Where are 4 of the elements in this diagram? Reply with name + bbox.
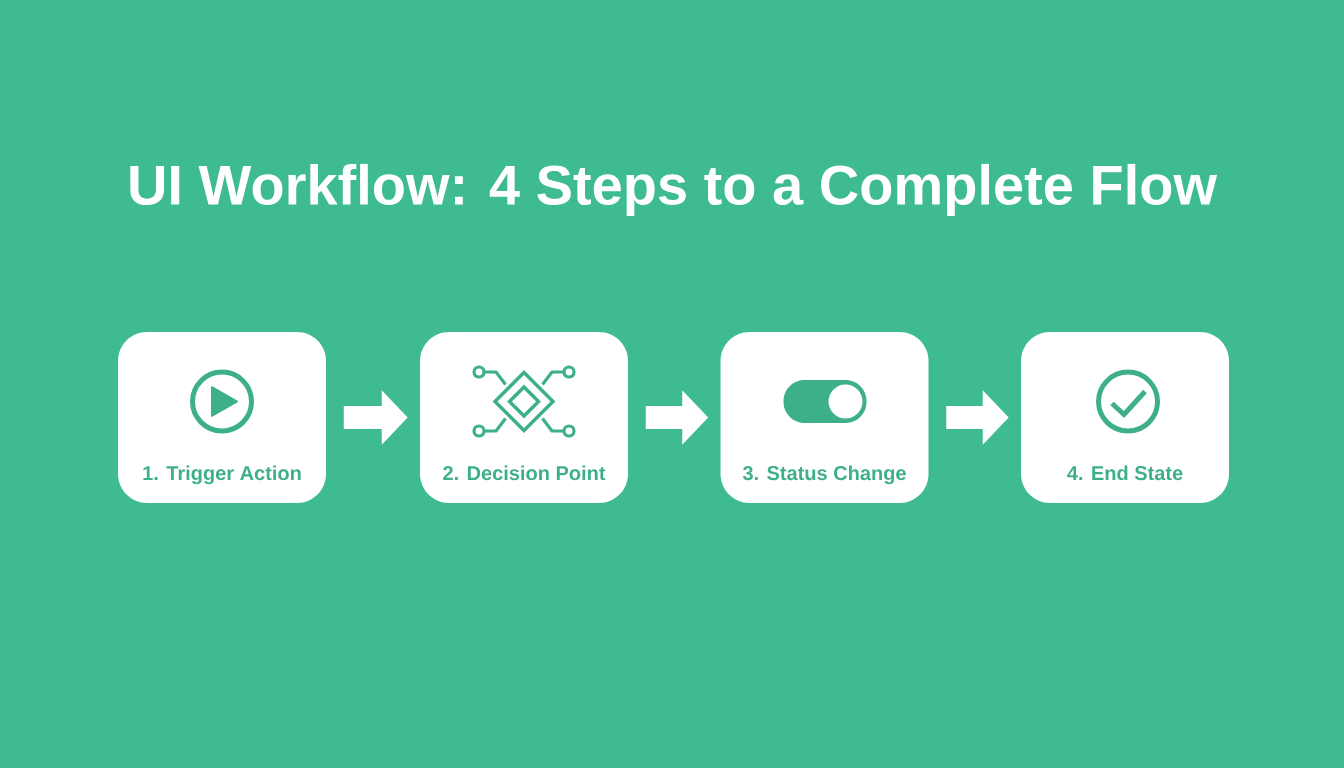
process-box: 4. End State: [1021, 332, 1229, 503]
process-box: 2. Decision Point: [420, 332, 628, 503]
title: UI Workflow: 4 Steps to a Complete Flow: [130, 163, 1218, 217]
process-box: 1. Trigger Action: [118, 332, 326, 503]
